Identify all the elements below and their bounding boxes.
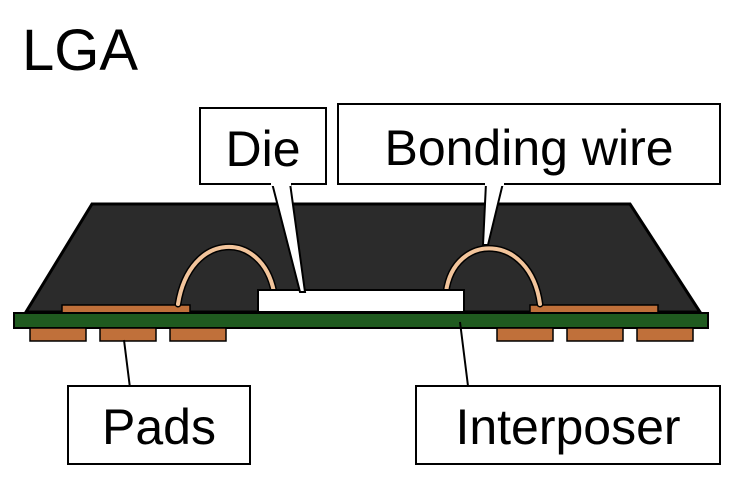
label-die: Die — [225, 121, 300, 177]
callout-interposer-box — [415, 385, 721, 465]
callout-pads-box — [67, 385, 251, 465]
callout-interposer-leader — [459, 321, 469, 387]
diagram-title: LGA — [22, 18, 138, 83]
die-chip — [257, 289, 465, 313]
callout-bonding-wire: Bonding wire — [337, 103, 721, 246]
callout-pads: Pads — [67, 339, 251, 465]
pad — [496, 327, 554, 342]
pad — [29, 327, 87, 342]
label-interposer: Interposer — [455, 399, 680, 455]
callout-pads-leader — [123, 339, 134, 389]
callout-bonding-wire-box — [337, 103, 721, 185]
pad — [636, 327, 694, 342]
bonding-wire-left-fill — [176, 244, 276, 306]
top-trace-right — [529, 304, 659, 314]
bonding-wire-right-fill — [444, 246, 542, 306]
label-pads: Pads — [102, 399, 216, 455]
bottom-pads — [29, 327, 694, 342]
pad — [566, 327, 624, 342]
pad — [169, 327, 227, 342]
callout-die-box — [199, 107, 327, 185]
top-trace-left — [61, 304, 191, 314]
pad — [99, 327, 157, 342]
callout-interposer: Interposer — [415, 321, 721, 465]
interposer-substrate — [13, 312, 709, 329]
callout-die: Die — [199, 107, 327, 293]
label-bonding-wire: Bonding wire — [384, 120, 673, 176]
